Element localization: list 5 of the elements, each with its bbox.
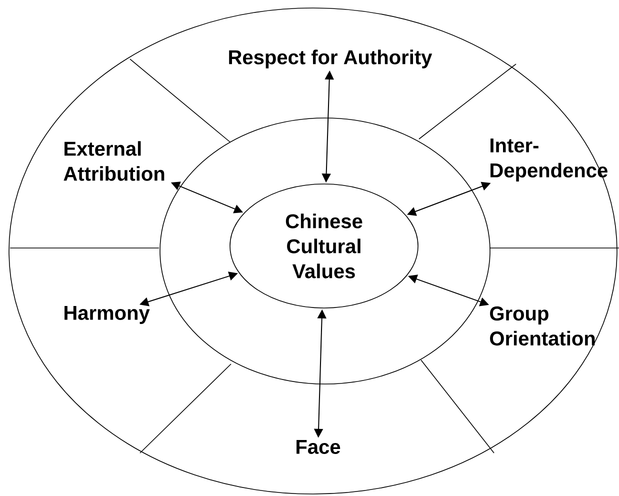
- segment-label: Face: [296, 440, 340, 454]
- segment-label: Harmony: [64, 306, 150, 324]
- segment-label: Group Orientation: [490, 306, 595, 346]
- segment-label: Respect for Authority: [229, 50, 432, 68]
- segment-label: External Attribution: [64, 141, 164, 181]
